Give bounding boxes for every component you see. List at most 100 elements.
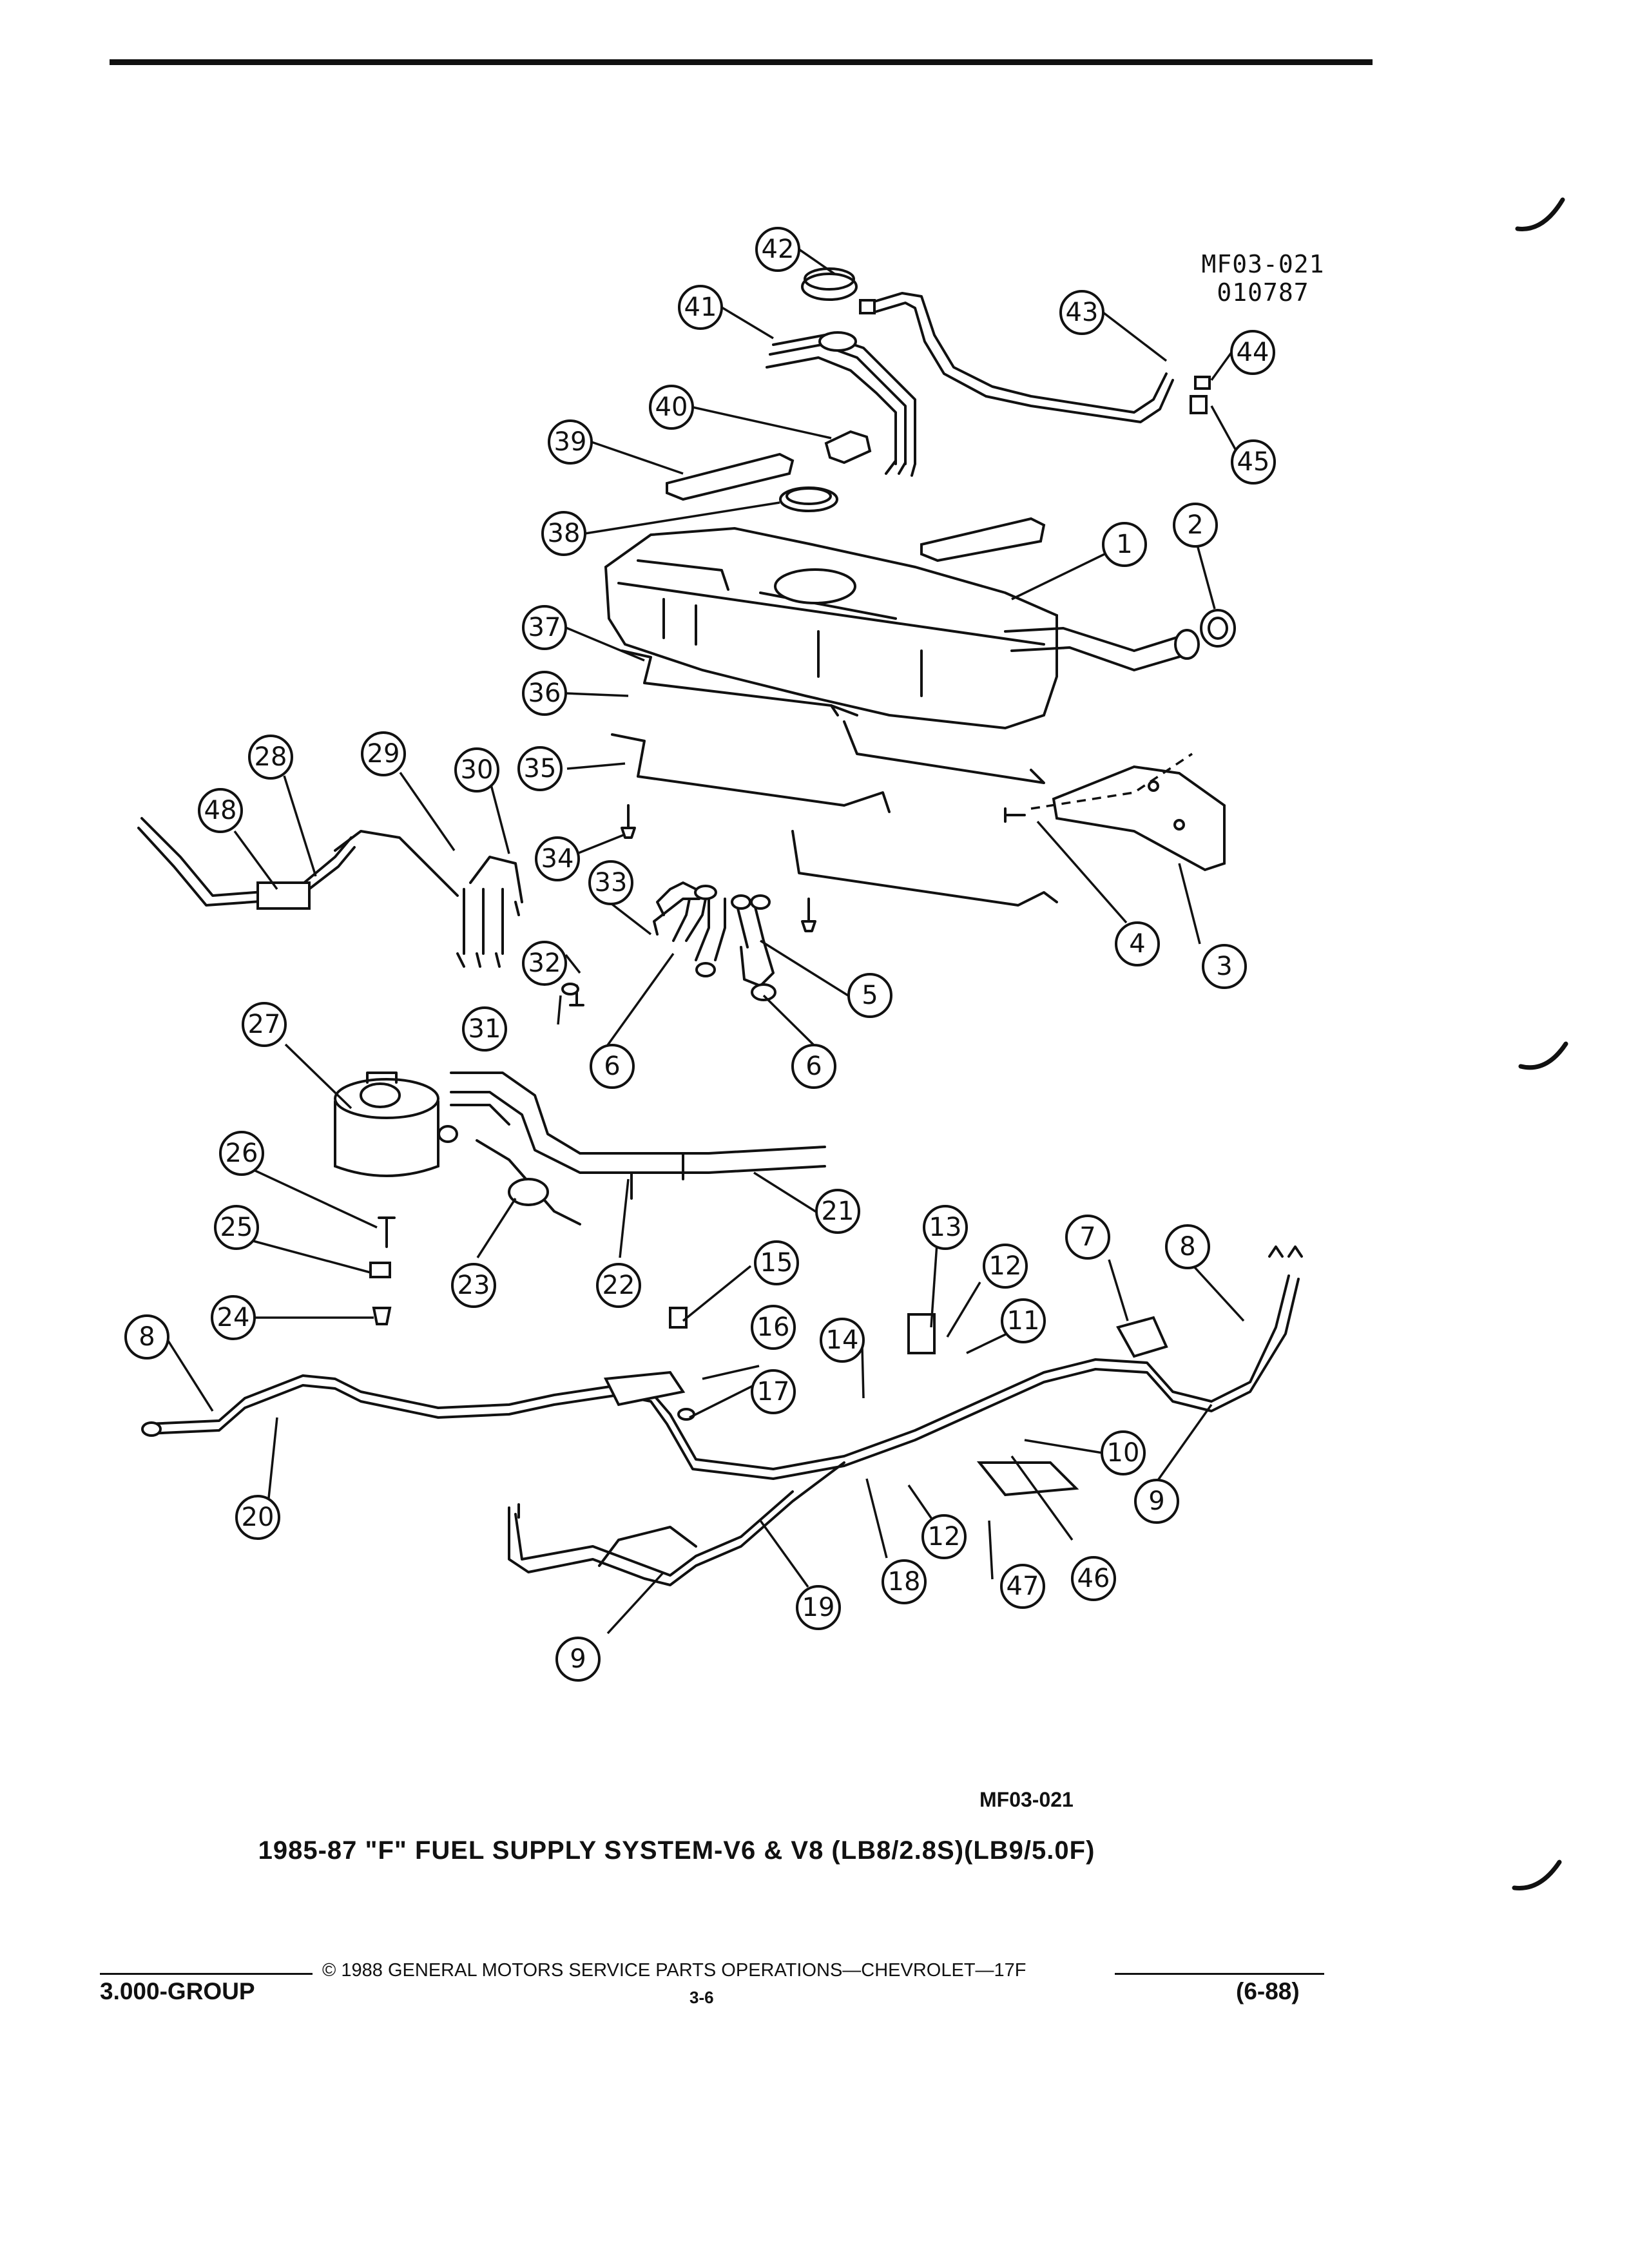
callout-26: 26	[219, 1131, 264, 1176]
svg-text:27: 27	[248, 1010, 281, 1039]
svg-text:1: 1	[1116, 530, 1132, 559]
callout-12b: 12	[921, 1514, 967, 1559]
callout-10: 10	[1101, 1430, 1146, 1475]
svg-text:25: 25	[220, 1213, 253, 1242]
callout-20: 20	[235, 1495, 280, 1540]
svg-text:48: 48	[204, 796, 237, 825]
callout-32: 32	[522, 941, 567, 986]
callout-41: 41	[678, 285, 723, 330]
heat-shield-drawing	[1030, 753, 1226, 872]
callout-38: 38	[541, 511, 586, 556]
svg-text:6: 6	[604, 1052, 620, 1081]
drawing-date-code: 010787	[1217, 278, 1309, 307]
svg-text:2: 2	[1187, 510, 1203, 540]
callout-17: 17	[751, 1369, 796, 1414]
svg-text:32: 32	[528, 948, 561, 978]
callout-46: 46	[1071, 1556, 1116, 1601]
callout-5: 5	[847, 973, 892, 1018]
svg-text:11: 11	[1007, 1306, 1040, 1336]
clip-connector-drawing	[1190, 376, 1211, 414]
svg-text:20: 20	[242, 1503, 275, 1532]
callout-4: 4	[1115, 921, 1160, 966]
callout-18: 18	[882, 1559, 927, 1604]
binder-tab-mark	[1518, 1041, 1568, 1070]
callout-33: 33	[588, 860, 633, 905]
callout-31: 31	[462, 1006, 507, 1052]
tank-seal-ring-drawing	[779, 486, 838, 512]
fuel-lines-underbody-drawing	[141, 1245, 1303, 1586]
fuel-hoses-drawing	[561, 881, 776, 1006]
svg-text:17: 17	[757, 1377, 790, 1407]
svg-text:28: 28	[255, 742, 287, 772]
svg-text:13: 13	[929, 1213, 962, 1242]
footer-page-number: 3-6	[689, 1988, 714, 2007]
svg-text:35: 35	[524, 754, 557, 783]
callout-48: 48	[198, 788, 243, 833]
svg-text:31: 31	[468, 1014, 501, 1044]
svg-text:42: 42	[762, 235, 795, 264]
svg-text:15: 15	[760, 1248, 793, 1278]
svg-text:12: 12	[928, 1522, 961, 1552]
footer-date: (6-88)	[1236, 1978, 1300, 2004]
callout-9b: 9	[555, 1637, 601, 1682]
svg-text:40: 40	[655, 392, 688, 422]
callout-44: 44	[1230, 330, 1275, 375]
insulator-strips-drawing	[666, 452, 1046, 562]
svg-text:43: 43	[1066, 298, 1099, 327]
svg-text:7: 7	[1079, 1222, 1095, 1252]
evap-pipes-28-30-drawing	[137, 817, 523, 968]
svg-text:9: 9	[570, 1644, 586, 1674]
callout-1: 1	[1102, 522, 1147, 567]
figure-caption: 1985-87 "F" FUEL SUPPLY SYSTEM-V6 & V8 (…	[258, 1836, 1095, 1865]
drawing-number: MF03-021	[1201, 250, 1325, 278]
svg-text:12: 12	[989, 1251, 1022, 1281]
sender-unit-drawing	[766, 331, 916, 477]
footer-rule-right	[1115, 1973, 1324, 1975]
callout-13: 13	[923, 1205, 968, 1250]
tank-straps-drawing	[611, 649, 1058, 907]
callout-8b: 8	[124, 1314, 169, 1360]
fuel-cap-drawing	[1200, 609, 1236, 648]
callout-14: 14	[820, 1318, 865, 1363]
callout-23: 23	[451, 1263, 496, 1308]
svg-text:10: 10	[1107, 1438, 1140, 1468]
svg-text:38: 38	[548, 519, 581, 548]
callout-21: 21	[815, 1189, 860, 1234]
vapor-line-drawing	[859, 292, 1174, 423]
svg-text:29: 29	[367, 739, 400, 769]
sender-retainer-drawing	[824, 430, 872, 465]
callout-45: 45	[1231, 439, 1276, 485]
drawing-reference-code: MF03-021 010787	[1160, 250, 1366, 307]
svg-text:45: 45	[1237, 447, 1270, 477]
callout-9a: 9	[1134, 1479, 1179, 1524]
callout-3: 3	[1202, 944, 1247, 989]
callout-47: 47	[1000, 1564, 1045, 1609]
callout-30: 30	[454, 747, 499, 793]
svg-text:22: 22	[602, 1271, 635, 1300]
callout-11: 11	[1001, 1298, 1046, 1343]
callout-37: 37	[522, 605, 567, 650]
callout-6a: 6	[590, 1044, 635, 1089]
header-rule	[110, 59, 1373, 65]
callout-8a: 8	[1165, 1224, 1210, 1269]
fuel-tank-drawing	[604, 526, 1200, 730]
callout-22: 22	[596, 1263, 641, 1308]
svg-text:26: 26	[226, 1139, 258, 1168]
svg-text:23: 23	[458, 1271, 490, 1300]
sender-seal-drawing	[801, 267, 858, 301]
callout-27: 27	[242, 1002, 287, 1047]
svg-text:6: 6	[805, 1052, 822, 1081]
svg-text:9: 9	[1148, 1486, 1164, 1516]
svg-text:30: 30	[461, 755, 494, 785]
callout-7: 7	[1065, 1215, 1110, 1260]
svg-text:41: 41	[684, 293, 717, 322]
svg-text:14: 14	[826, 1325, 859, 1355]
callout-34: 34	[535, 836, 580, 881]
svg-text:46: 46	[1077, 1564, 1110, 1593]
svg-text:36: 36	[528, 678, 561, 708]
svg-text:37: 37	[528, 613, 561, 642]
svg-text:24: 24	[217, 1303, 250, 1332]
callout-42: 42	[755, 227, 800, 272]
svg-text:3: 3	[1216, 952, 1232, 981]
